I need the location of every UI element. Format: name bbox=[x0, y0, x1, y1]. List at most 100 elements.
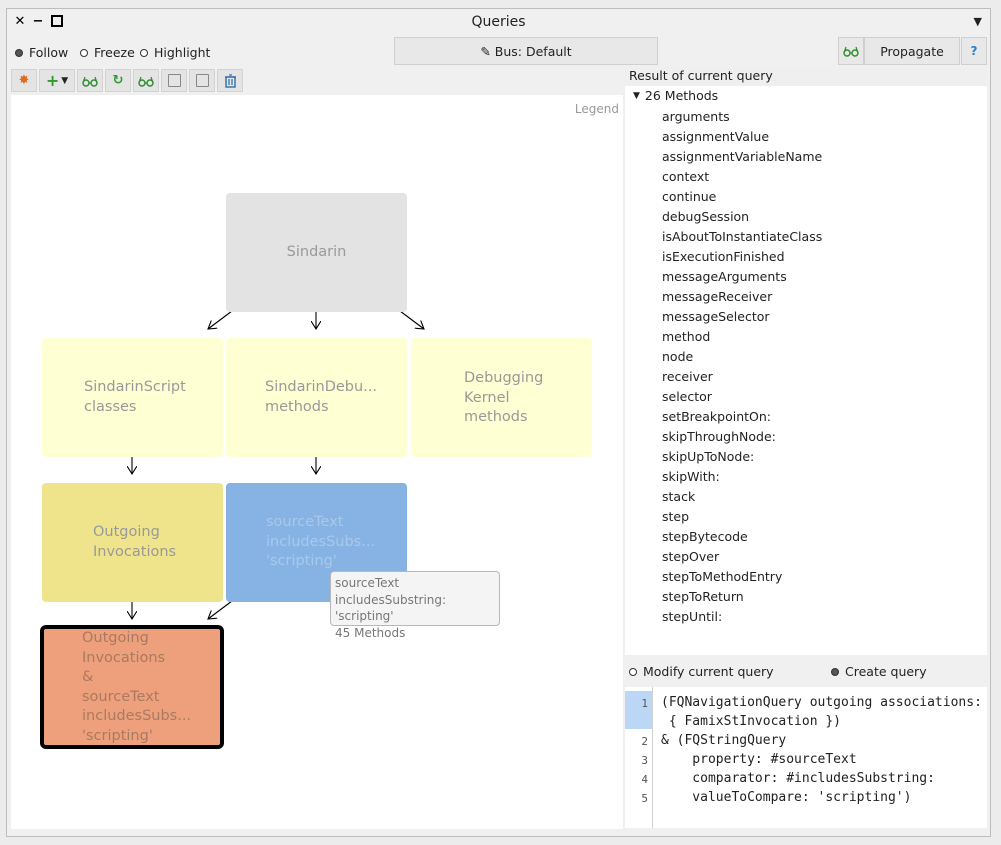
radio-icon bbox=[629, 667, 637, 676]
line-number: 3 bbox=[641, 754, 648, 767]
result-list-item[interactable]: context bbox=[662, 169, 710, 184]
result-list-item[interactable]: debugSession bbox=[662, 209, 750, 224]
graph-node-combined-selected[interactable]: Outgoing Invocations & sourceText includ… bbox=[40, 625, 224, 749]
result-list-item[interactable]: stepToMethodEntry bbox=[662, 569, 783, 584]
node-label: Debugging Kernel methods bbox=[464, 370, 544, 425]
result-list-item[interactable]: skipWith: bbox=[662, 469, 720, 484]
inspect-button[interactable] bbox=[77, 69, 103, 92]
modify-query-label: Modify current query bbox=[643, 664, 774, 679]
node-label: SindarinDebu... methods bbox=[265, 379, 377, 415]
tooltip-line: includesSubstring: 'scripting' bbox=[335, 592, 447, 624]
sun-icon: ✸ bbox=[18, 73, 30, 88]
highlight-label: Highlight bbox=[154, 45, 211, 60]
refresh-button[interactable]: ↻ bbox=[105, 69, 131, 92]
result-panel: Result of current query ▼ 26 Methods arg… bbox=[625, 67, 987, 655]
glasses-icon bbox=[82, 76, 98, 87]
result-list: arguments assignmentValue assignmentVariab… bbox=[662, 108, 822, 628]
radio-selected-icon bbox=[15, 48, 23, 57]
query-mode-bar: Modify current query Create query bbox=[625, 659, 987, 685]
result-list-item[interactable]: selector bbox=[662, 389, 712, 404]
modify-query-radio[interactable]: Modify current query bbox=[629, 664, 774, 679]
result-list-item[interactable]: stepUntil: bbox=[662, 609, 723, 624]
add-query-button[interactable]: + ▼ bbox=[39, 69, 75, 92]
result-list-item[interactable]: stepBytecode bbox=[662, 529, 748, 544]
result-list-item[interactable]: skipUpToNode: bbox=[662, 449, 755, 464]
pencil-icon: ✎ bbox=[480, 43, 491, 59]
create-query-radio[interactable]: Create query bbox=[831, 664, 927, 679]
result-list-item[interactable]: arguments bbox=[662, 109, 730, 124]
save-icon bbox=[195, 74, 209, 87]
result-list-item[interactable]: isExecutionFinished bbox=[662, 249, 785, 264]
result-list-item[interactable]: receiver bbox=[662, 369, 713, 384]
follow-radio[interactable]: Follow bbox=[15, 45, 68, 60]
result-list-item[interactable]: stepToReturn bbox=[662, 589, 744, 604]
window-title: Queries bbox=[471, 14, 526, 30]
save-icon bbox=[167, 74, 181, 87]
radio-icon bbox=[80, 48, 88, 57]
result-list-item[interactable]: stack bbox=[662, 489, 696, 504]
query-code-editor[interactable]: 1 2 3 4 5 (FQNavigationQuery outgoing as… bbox=[625, 687, 987, 828]
plus-icon: + bbox=[45, 71, 60, 90]
graph-node-outgoing-invocations[interactable]: Outgoing Invocations bbox=[42, 483, 223, 602]
propagate-icon-button[interactable] bbox=[838, 37, 864, 65]
close-icon[interactable]: ✕ bbox=[14, 13, 26, 29]
save-button[interactable] bbox=[161, 69, 187, 92]
glasses-icon bbox=[843, 46, 859, 57]
result-list-item[interactable]: assignmentValue bbox=[662, 129, 770, 144]
node-label: Outgoing Invocations bbox=[93, 524, 177, 560]
delete-button[interactable] bbox=[217, 69, 243, 92]
triangle-down-icon[interactable]: ▼ bbox=[633, 90, 640, 101]
sun-icon-button[interactable]: ✸ bbox=[11, 69, 37, 92]
result-list-item[interactable]: messageSelector bbox=[662, 309, 770, 324]
result-list-item[interactable]: stepOver bbox=[662, 549, 720, 564]
result-list-item[interactable]: skipThroughNode: bbox=[662, 429, 776, 444]
line-gutter: 1 2 3 4 5 bbox=[625, 687, 653, 828]
maximize-icon[interactable] bbox=[50, 14, 64, 28]
node-label: sourceText includesSubs... 'scripting' bbox=[266, 514, 376, 569]
legend-link[interactable]: Legend bbox=[574, 102, 619, 116]
result-list-item[interactable]: node bbox=[662, 349, 694, 364]
graph-node-sindarindebu-methods[interactable]: SindarinDebu... methods bbox=[226, 338, 407, 457]
graph-node-debugging-kernel[interactable]: Debugging Kernel methods bbox=[411, 338, 592, 457]
result-list-item[interactable]: messageReceiver bbox=[662, 289, 773, 304]
help-button[interactable]: ? bbox=[961, 37, 987, 65]
bus-button[interactable]: ✎ Bus: Default bbox=[394, 37, 658, 65]
result-tree-root[interactable]: ▼ 26 Methods bbox=[633, 88, 718, 103]
code-line: & (FQStringQuery bbox=[661, 733, 787, 748]
save-as-button[interactable] bbox=[189, 69, 215, 92]
code-line: (FQNavigationQuery outgoing associations… bbox=[661, 695, 982, 729]
freeze-radio[interactable]: Freeze bbox=[80, 45, 135, 60]
code-text[interactable]: (FQNavigationQuery outgoing associations… bbox=[661, 693, 982, 807]
node-label: SindarinScript classes bbox=[84, 379, 186, 415]
graph-node-sindarinscript-classes[interactable]: SindarinScript classes bbox=[42, 338, 223, 457]
highlight-radio[interactable]: Highlight bbox=[140, 45, 210, 60]
result-list-item[interactable]: step bbox=[662, 509, 690, 524]
line-number: 2 bbox=[641, 735, 648, 748]
glasses-icon bbox=[138, 76, 154, 87]
result-list-item[interactable]: assignmentVariableName bbox=[662, 149, 823, 164]
radio-icon bbox=[140, 48, 148, 57]
result-count: 26 Methods bbox=[644, 88, 719, 103]
chevron-down-icon[interactable]: ▼ bbox=[973, 15, 982, 28]
node-label: Outgoing Invocations & sourceText includ… bbox=[82, 630, 192, 744]
graph-node-sindarin[interactable]: Sindarin bbox=[226, 193, 407, 312]
radio-selected-icon bbox=[831, 667, 839, 676]
minimize-icon[interactable]: − bbox=[32, 13, 44, 29]
chevron-down-icon: ▼ bbox=[61, 75, 69, 86]
freeze-label: Freeze bbox=[94, 45, 135, 60]
result-list-item[interactable]: method bbox=[662, 329, 711, 344]
query-toolbar: ✸ + ▼ ↻ bbox=[11, 69, 245, 93]
propagate-button[interactable]: Propagate bbox=[864, 37, 960, 65]
inspect-result-button[interactable] bbox=[133, 69, 159, 92]
node-tooltip: sourceText includesSubstring: 'scripting… bbox=[330, 571, 500, 640]
queries-window: ✕ − Queries ▼ Follow Freeze Highlight ✎ … bbox=[6, 8, 991, 837]
line-number: 1 bbox=[641, 697, 648, 710]
result-list-item[interactable]: setBreakpointOn: bbox=[662, 409, 771, 424]
refresh-icon: ↻ bbox=[112, 73, 124, 88]
result-list-item[interactable]: isAboutToInstantiateClass bbox=[662, 229, 823, 244]
result-list-item[interactable]: messageArguments bbox=[662, 269, 787, 284]
query-graph-canvas[interactable]: Legend Sindarin SindarinScript classes S… bbox=[11, 95, 623, 829]
result-list-item[interactable]: continue bbox=[662, 189, 717, 204]
code-line: comparator: #includesSubstring: bbox=[661, 771, 935, 786]
node-label: Sindarin bbox=[286, 243, 347, 260]
